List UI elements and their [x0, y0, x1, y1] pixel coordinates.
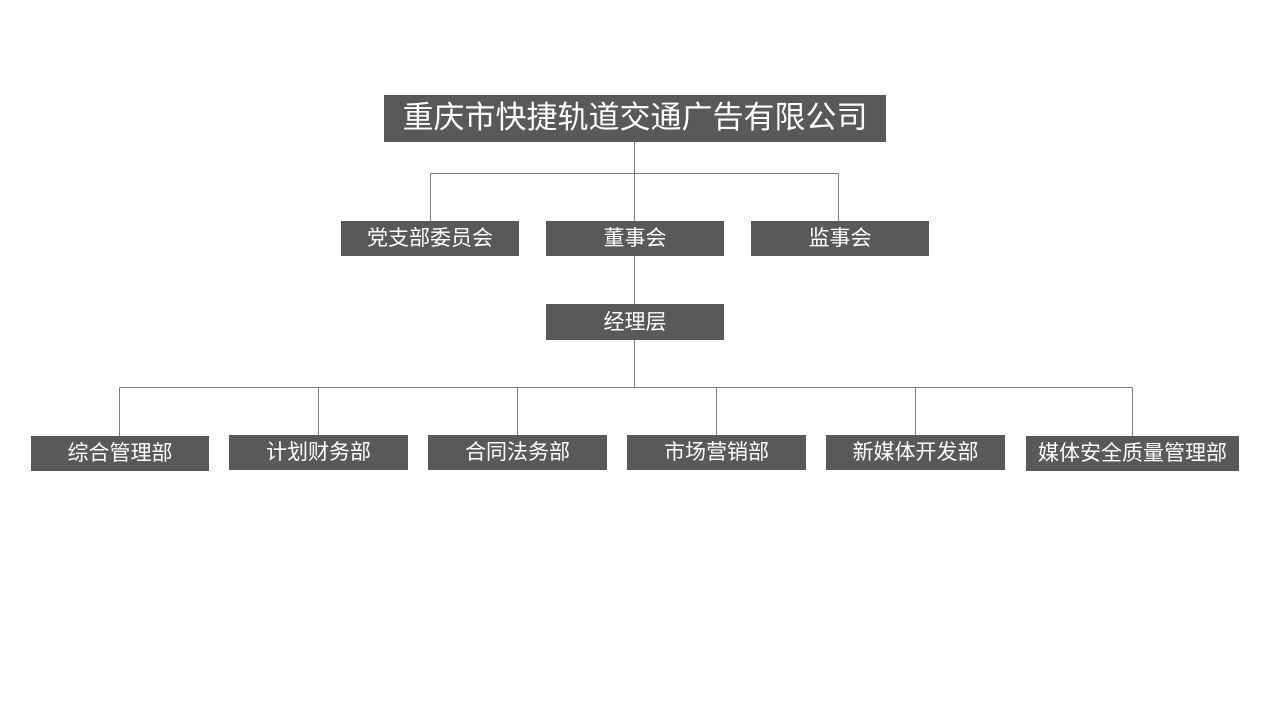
department-label-5: 新媒体开发部 — [852, 440, 979, 464]
department-node-3: 合同法务部 — [428, 435, 607, 470]
department-label-3: 合同法务部 — [465, 440, 570, 464]
board-of-directors-label: 董事会 — [603, 226, 667, 250]
department-node-5: 新媒体开发部 — [826, 435, 1005, 470]
board-of-directors-node: 董事会 — [546, 221, 724, 256]
department-label-2: 计划财务部 — [266, 440, 371, 464]
supervisory-board-label: 监事会 — [808, 226, 872, 250]
management-node: 经理层 — [546, 304, 724, 340]
company-root-node: 重庆市快捷轨道交通广告有限公司 — [384, 95, 886, 142]
supervisory-board-node: 监事会 — [751, 221, 929, 256]
company-root-label: 重庆市快捷轨道交通广告有限公司 — [402, 100, 868, 136]
department-label-4: 市场营销部 — [664, 440, 769, 464]
department-node-6: 媒体安全质量管理部 — [1026, 436, 1239, 471]
department-label-1: 综合管理部 — [67, 441, 173, 465]
party-committee-node: 党支部委员会 — [341, 221, 519, 256]
department-node-2: 计划财务部 — [229, 435, 408, 470]
department-label-6: 媒体安全质量管理部 — [1038, 441, 1227, 465]
department-node-4: 市场营销部 — [627, 435, 806, 470]
department-node-1: 综合管理部 — [31, 436, 209, 471]
party-committee-label: 党支部委员会 — [367, 226, 493, 250]
management-label: 经理层 — [603, 309, 667, 334]
